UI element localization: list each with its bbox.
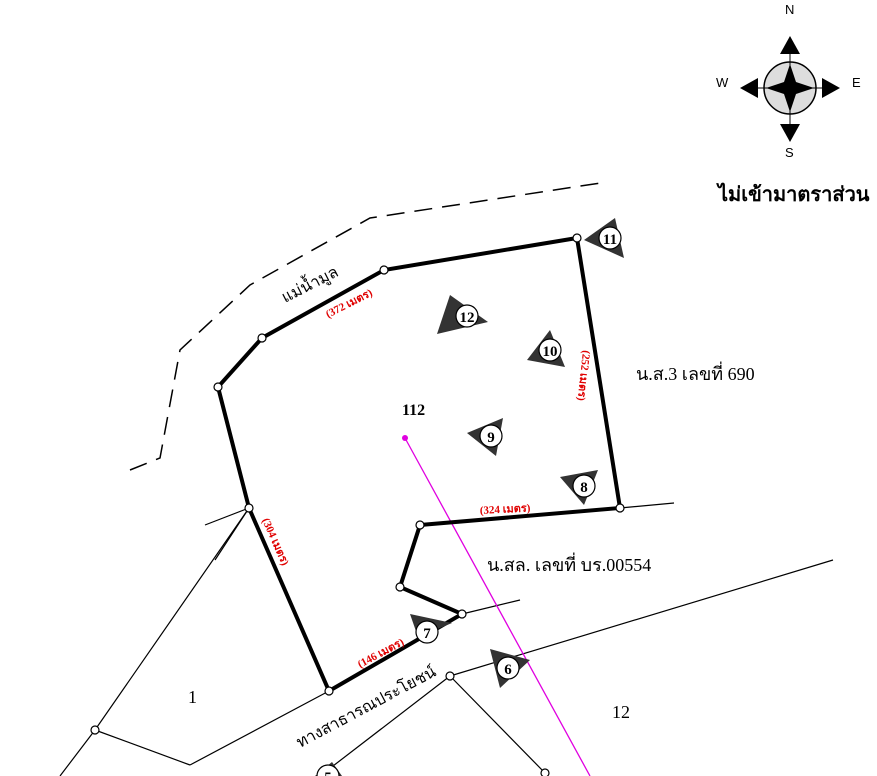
compass-rose [740, 36, 840, 142]
boundary-pins [90, 233, 625, 776]
reference-line [404, 437, 591, 776]
adjacent-boundaries [59, 502, 834, 776]
measure-south: (324 เมตร) [480, 502, 532, 517]
neighbor-south: น.สล. เลขที่ บร.00554 [487, 555, 652, 575]
measure-east: (252 เมตร) [575, 350, 592, 402]
compass-s: S [785, 145, 794, 160]
neighbor-southeast: 12 [612, 702, 630, 722]
compass-e: E [852, 75, 861, 90]
reference-point [402, 435, 408, 441]
marker-10: 10 [543, 344, 558, 360]
marker-8: 8 [580, 480, 588, 496]
road-label: ทางสาธารณประโยชน์ [293, 662, 439, 752]
neighbor-west: 1 [188, 687, 197, 707]
marker-9: 9 [487, 430, 495, 446]
river-bank-line [129, 181, 608, 471]
scale-note: ไม่เข้ามาตราส่วน [718, 184, 870, 206]
compass-n: N [785, 2, 794, 17]
marker-7: 7 [423, 626, 431, 642]
parcel-number: 112 [402, 402, 426, 419]
marker-12: 12 [460, 310, 475, 326]
measure-north: (372 เมตร) [324, 287, 375, 321]
neighbor-east: น.ส.3 เลขที่ 690 [636, 364, 755, 384]
marker-11: 11 [603, 232, 617, 248]
marker-6: 6 [504, 662, 512, 678]
marker-5: 5 [324, 770, 332, 776]
measure-road: (146 เมตร) [356, 636, 407, 671]
compass-w: W [716, 75, 729, 90]
